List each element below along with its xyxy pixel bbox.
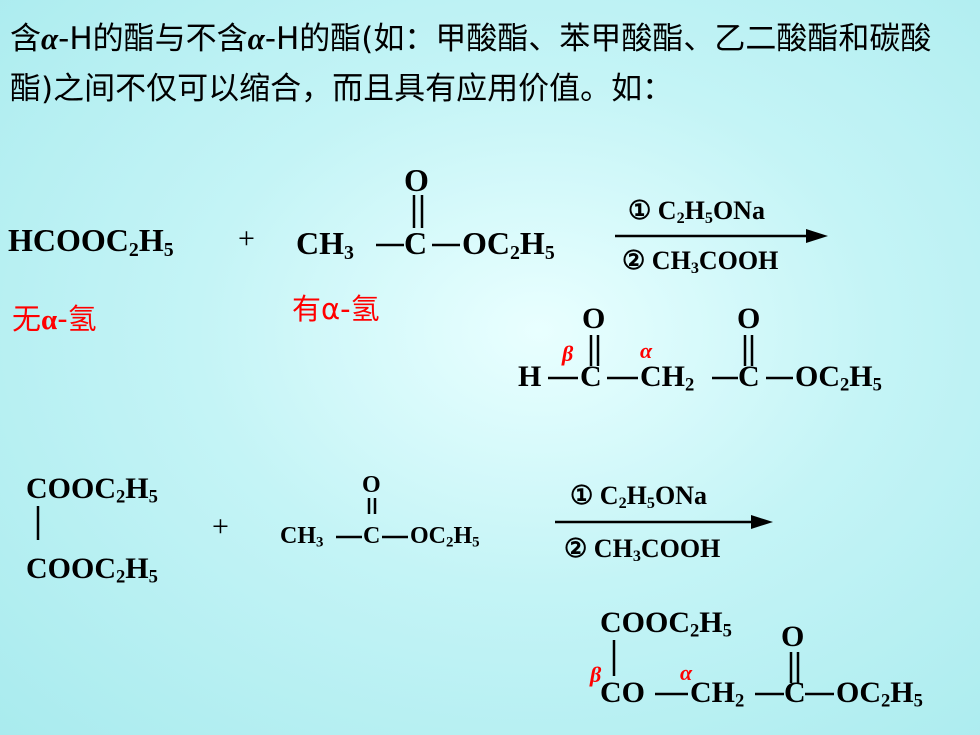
plus-sign-2: + xyxy=(212,510,229,543)
carbonyl-carbon: C xyxy=(404,225,428,261)
intro-text-3: -H的酯(如：甲酸酯、苯甲酸酯、乙二酸酯和碳酸酯)之间不仅可以缩合，而且具有应用… xyxy=(10,21,932,107)
label-no-alpha-hydrogen: 无α-氢 xyxy=(12,302,97,336)
product2-carbon: C xyxy=(784,676,806,709)
alpha-label: α xyxy=(640,338,653,363)
product1-hydrogen: H xyxy=(518,360,542,393)
arrow-head-icon xyxy=(806,229,828,243)
alpha-label-2: α xyxy=(680,660,693,685)
product2-oxygen: O xyxy=(781,620,805,653)
intro-text-1: 含 xyxy=(10,21,41,57)
condition-2b: ② CH3COOH xyxy=(564,534,721,566)
product1-carbon-2: C xyxy=(738,360,760,393)
product1-methylene: CH2 xyxy=(640,360,695,396)
condition-2: ② CH3COOH xyxy=(622,246,779,278)
alpha-symbol: α xyxy=(247,21,265,56)
acetate-carbon: C xyxy=(363,523,381,549)
ethoxy-group: OC2H5 xyxy=(462,225,555,264)
alpha-symbol: α xyxy=(41,21,59,56)
product1-oxygen-1: O xyxy=(582,302,606,335)
acetate-ethoxy: OC2H5 xyxy=(410,523,480,551)
condition-1b: ① C2H5ONa xyxy=(570,481,707,513)
diethyl-oxalate-top: COOC2H5 xyxy=(26,472,158,508)
product1-oxygen-2: O xyxy=(737,302,761,335)
intro-text-2: -H的酯与不含 xyxy=(58,21,248,57)
condition-1: ① C2H5ONa xyxy=(628,196,765,228)
label-has-alpha-hydrogen: 有α-氢 xyxy=(292,292,380,326)
product1-carbon-1: C xyxy=(580,360,602,393)
beta-label-2: β xyxy=(590,662,602,687)
product2-ethoxy: OC2H5 xyxy=(836,676,923,712)
acetate-methyl: CH3 xyxy=(280,523,324,551)
carbonyl-oxygen: O xyxy=(404,162,429,198)
acetate-oxygen: O xyxy=(362,472,381,498)
product2-ester: COOC2H5 xyxy=(600,606,732,642)
diethyl-oxalate-bottom: COOC2H5 xyxy=(26,552,158,588)
product2-methylene: CH2 xyxy=(690,676,745,712)
product1-ethoxy: OC2H5 xyxy=(795,360,882,396)
beta-label: β xyxy=(562,341,574,366)
product2-ketone: CO xyxy=(600,676,645,709)
methyl-group: CH3 xyxy=(296,225,354,264)
ethyl-formate: HCOOC2H5 xyxy=(8,222,174,261)
arrow-head-icon xyxy=(751,515,773,529)
intro-paragraph: 含α-H的酯与不含α-H的酯(如：甲酸酯、苯甲酸酯、乙二酸酯和碳酸酯)之间不仅可… xyxy=(10,14,970,114)
plus-sign: + xyxy=(238,222,255,255)
